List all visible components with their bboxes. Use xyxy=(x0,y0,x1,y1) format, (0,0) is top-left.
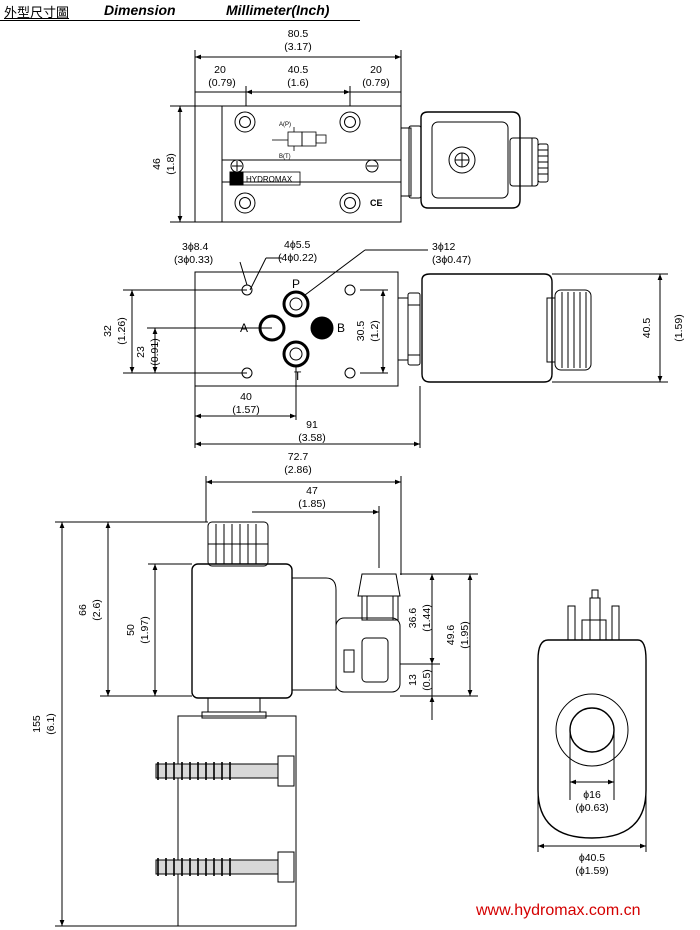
unit-label: Millimeter(Inch) xyxy=(226,2,330,18)
port-t-label: T xyxy=(294,369,302,383)
bore-mm: ϕ16 xyxy=(583,789,601,801)
dim-366-mm: 36.6 xyxy=(407,608,419,629)
dim-91-in: (3.58) xyxy=(298,432,325,444)
coil-height-in: (1.59) xyxy=(673,314,685,341)
header-underline xyxy=(0,20,360,21)
top-view-labels: 80.5 (3.17) 20 (0.79) 40.5 (1.6) 20 (0.7… xyxy=(151,28,390,208)
dim-727-mm: 72.7 xyxy=(288,451,309,463)
hole2-in: (4ϕ0.22) xyxy=(278,252,317,264)
hole3-mm: 3ϕ12 xyxy=(432,241,456,253)
side-view xyxy=(55,476,478,927)
symbol-a-label: A(P) xyxy=(279,122,291,128)
dim-40-mm: 40 xyxy=(240,391,252,403)
top-right-mm: 20 xyxy=(370,64,382,76)
port-p-label: P xyxy=(292,277,300,291)
symbol-b-label: B(T) xyxy=(279,154,291,160)
dim-23-mm: 23 xyxy=(135,346,147,358)
dim-32-mm: 32 xyxy=(102,325,114,337)
port-a-label: A xyxy=(240,321,248,335)
top-left-in: (0.79) xyxy=(208,77,235,89)
dim-47-mm: 47 xyxy=(306,485,318,497)
top-view xyxy=(170,50,549,223)
side-view-labels: 72.7 (2.86) 47 (1.85) 155 (6.1) 66 (2.6)… xyxy=(31,451,471,735)
top-overall-mm: 80.5 xyxy=(288,28,309,40)
top-mid-in: (1.6) xyxy=(287,77,309,89)
hole1-mm: 3ϕ8.4 xyxy=(182,241,208,253)
website-link[interactable]: www.hydromax.com.cn xyxy=(476,902,641,919)
dim-66-mm: 66 xyxy=(77,604,89,616)
dim-13-mm: 13 xyxy=(407,674,419,686)
dim-155-in: (6.1) xyxy=(45,713,57,735)
dim-32-in: (1.26) xyxy=(116,317,128,344)
ce-mark: CE xyxy=(370,198,383,208)
dim-40-in: (1.57) xyxy=(232,404,259,416)
dim-50-in: (1.97) xyxy=(139,616,151,643)
dim-727-in: (2.86) xyxy=(284,464,311,476)
coil-end-labels: ϕ16 (ϕ0.63) ϕ40.5 (ϕ1.59) xyxy=(575,789,608,877)
bore-in: (ϕ0.63) xyxy=(575,802,608,814)
dim-366-in: (1.44) xyxy=(421,604,433,631)
dim-50-mm: 50 xyxy=(125,624,137,636)
title-dimension: Dimension xyxy=(104,2,176,18)
dim-496-mm: 49.6 xyxy=(445,625,457,646)
top-height-in: (1.8) xyxy=(165,153,177,175)
top-height-mm: 46 xyxy=(151,158,163,170)
brand-tag: HYDROMAX xyxy=(246,175,293,184)
port-b-label: B xyxy=(337,321,345,335)
dim-155-mm: 155 xyxy=(31,715,43,733)
dim-305-in: (1.2) xyxy=(369,320,381,342)
dim-496-in: (1.95) xyxy=(459,621,471,648)
dim-13-in: (0.5) xyxy=(421,669,433,691)
top-left-mm: 20 xyxy=(214,64,226,76)
title-chinese: 外型尺寸圖 xyxy=(4,6,70,21)
hole1-in: (3ϕ0.33) xyxy=(174,254,213,266)
outer-mm: ϕ40.5 xyxy=(579,852,605,864)
outer-in: (ϕ1.59) xyxy=(575,865,608,877)
dim-23-in: (0.91) xyxy=(149,338,161,365)
hole2-mm: 4ϕ5.5 xyxy=(284,239,310,251)
dim-47-in: (1.85) xyxy=(298,498,325,510)
dim-66-in: (2.6) xyxy=(91,599,103,621)
coil-end-view xyxy=(537,589,647,852)
top-right-in: (0.79) xyxy=(362,77,389,89)
dim-91-mm: 91 xyxy=(306,419,318,431)
coil-height-mm: 40.5 xyxy=(641,318,653,339)
dim-305-mm: 30.5 xyxy=(355,321,367,342)
port-view-labels: 3ϕ8.4 (3ϕ0.33) 4ϕ5.5 (4ϕ0.22) 3ϕ12 (3ϕ0.… xyxy=(102,239,685,444)
top-mid-mm: 40.5 xyxy=(288,64,309,76)
hole3-in: (3ϕ0.47) xyxy=(432,254,471,266)
top-overall-in: (3.17) xyxy=(284,41,311,53)
port-view xyxy=(123,249,668,448)
